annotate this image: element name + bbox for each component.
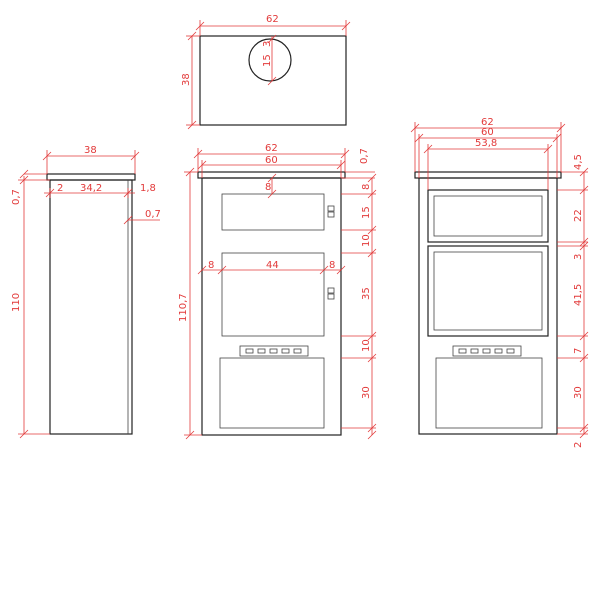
front-middle-opening bbox=[221, 252, 325, 337]
side-top-slab bbox=[46, 173, 136, 181]
front-right-dim-1: 15 bbox=[361, 206, 372, 219]
front-left-margin-label: 8 bbox=[208, 260, 214, 271]
front-view: 62 60 8 8 44 8 110,7 0,7 bbox=[178, 143, 377, 440]
top-width-label: 62 bbox=[266, 14, 279, 25]
alt-body-width-label: 60 bbox=[481, 127, 494, 138]
front-top-drawer bbox=[221, 193, 325, 231]
alt-right-dim-3: 41,5 bbox=[573, 284, 584, 306]
side-depth-label: 38 bbox=[84, 145, 97, 156]
hole-diameter-label: 15 bbox=[262, 54, 273, 67]
side-height-label: 110 bbox=[11, 293, 22, 312]
alt-body bbox=[418, 177, 558, 435]
alt-right-dim-5: 30 bbox=[573, 386, 584, 399]
alt-right-dim-6: 2 bbox=[573, 442, 584, 448]
front-top-slab bbox=[197, 171, 346, 179]
alt-bottom-drawer bbox=[435, 357, 543, 429]
alt-top-window bbox=[427, 189, 549, 243]
side-top-thickness-label: 0,7 bbox=[11, 189, 22, 205]
alt-right-dim-2: 3 bbox=[573, 254, 584, 260]
front-top-thickness-label: 0,7 bbox=[359, 148, 370, 164]
top-depth-label: 38 bbox=[181, 73, 192, 86]
side-view: 38 2 34,2 1,8 0,7 110 0,7 bbox=[11, 145, 161, 439]
alt-right-dim-1: 22 bbox=[573, 209, 584, 222]
alt-middle-window bbox=[427, 245, 549, 337]
alt-overall-width-label: 62 bbox=[481, 117, 494, 128]
front-gap-label: 8 bbox=[265, 182, 271, 193]
top-view-outline bbox=[199, 35, 347, 126]
front-right-dim-2: 10 bbox=[361, 234, 372, 247]
alt-right-dim-4: 7 bbox=[573, 348, 584, 354]
front-right-margin-label: 8 bbox=[329, 260, 335, 271]
front-right-dim-4: 10 bbox=[361, 339, 372, 352]
top-view-hole bbox=[248, 38, 292, 82]
side-inner-label: 34,2 bbox=[80, 183, 102, 194]
side-front-offset-label: 1,8 bbox=[140, 183, 156, 194]
hole-offset-label: 3 bbox=[262, 41, 273, 47]
front-right-dim-5: 30 bbox=[361, 386, 372, 399]
front-height-label: 110,7 bbox=[178, 293, 189, 322]
side-back-offset-label: 2 bbox=[57, 183, 63, 194]
front-view-alt: 62 60 53,8 4,5 22 3 41,5 bbox=[410, 117, 589, 448]
side-body bbox=[49, 179, 133, 435]
front-body bbox=[201, 177, 342, 436]
front-overall-width-label: 62 bbox=[265, 143, 278, 154]
side-front-panel-label: 0,7 bbox=[145, 209, 161, 220]
alt-right-dim-0: 4,5 bbox=[573, 154, 584, 170]
alt-inner-width-label: 53,8 bbox=[475, 138, 497, 149]
front-control-panel bbox=[239, 345, 309, 357]
front-bottom-drawer bbox=[219, 357, 325, 429]
alt-control-panel bbox=[452, 345, 522, 357]
front-right-dim-3: 35 bbox=[361, 287, 372, 300]
front-body-width-label: 60 bbox=[265, 155, 278, 166]
front-right-dim-0: 8 bbox=[361, 184, 372, 190]
front-opening-width-label: 44 bbox=[266, 260, 279, 271]
top-view: 62 38 3 15 bbox=[181, 14, 351, 130]
alt-top-slab bbox=[414, 171, 562, 179]
